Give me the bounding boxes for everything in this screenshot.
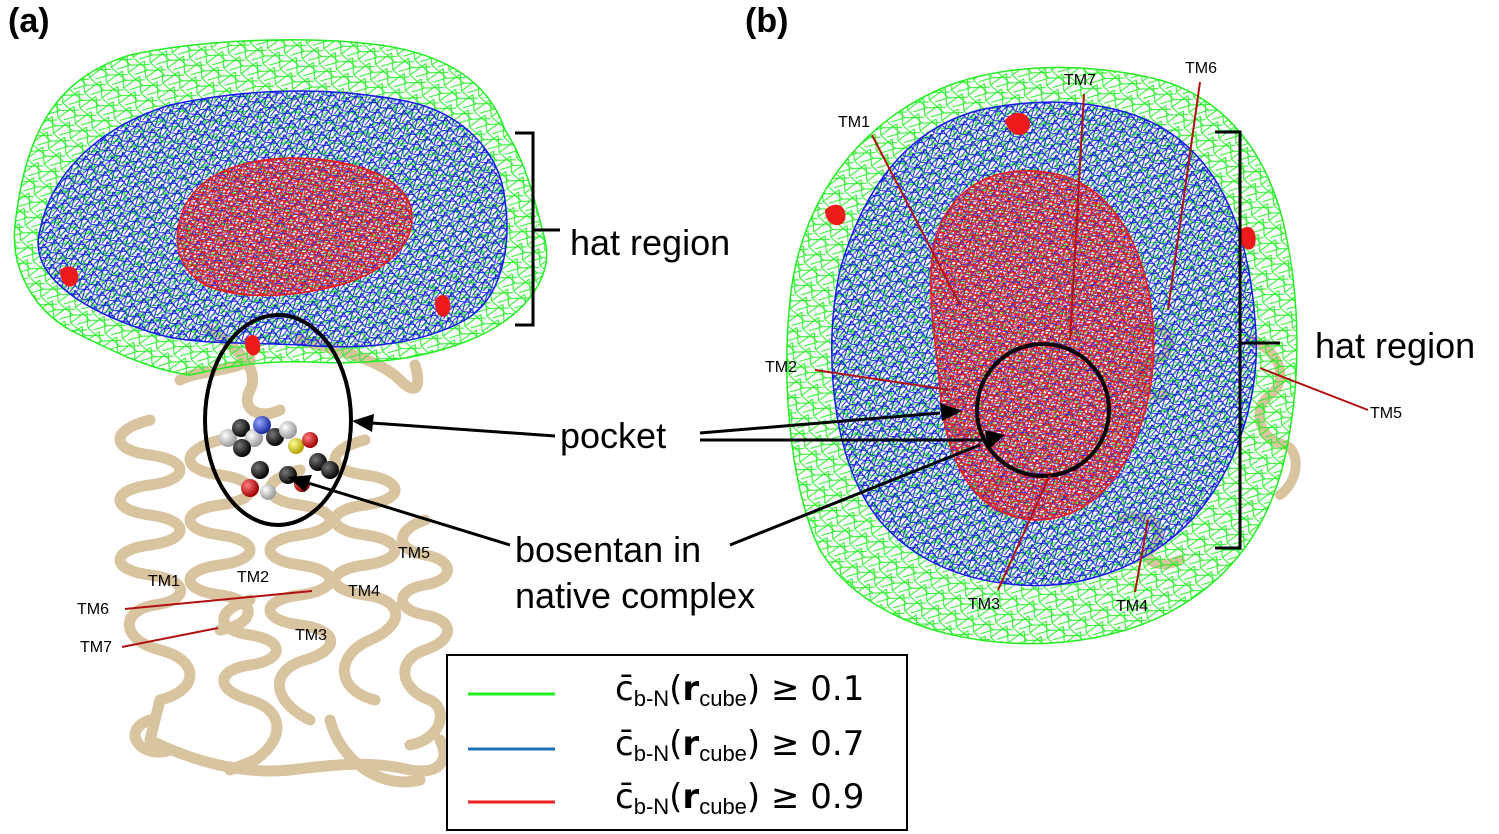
protein-ribbon-a	[114, 324, 453, 788]
bosentan-arrow	[304, 480, 511, 547]
tm2-label-a: TM2	[237, 569, 269, 586]
legend-entry-2: c̄b-N(rcube) ≥ 0.7	[468, 724, 864, 766]
pocket-outline-a	[203, 313, 353, 527]
tm4-label-a: TM4	[348, 583, 380, 600]
bosentan-label-line1: bosentan in	[515, 529, 701, 570]
bosentan-arrow-b	[729, 443, 981, 547]
tm7-label-b: TM7	[1064, 72, 1096, 89]
pocket-arrow-b1	[699, 411, 941, 435]
tm5-label-b: TM5	[1370, 405, 1402, 422]
pocket-label: pocket	[560, 415, 666, 456]
legend-text-2: c̄b-N(rcube) ≥ 0.7	[615, 724, 864, 766]
tm6-label-a: TM6	[77, 601, 109, 618]
tm7-label-a: TM7	[80, 639, 112, 656]
hat-region-label-b: hat region	[1315, 325, 1475, 366]
tm1-label-b: TM1	[838, 114, 870, 131]
legend-text-3: c̄b-N(rcube) ≥ 0.9	[615, 777, 864, 819]
tm6-leader-a	[124, 590, 313, 610]
tm4-label-b: TM4	[1116, 598, 1148, 615]
legend: c̄b-N(rcube) ≥ 0.1 c̄b-N(rcube) ≥ 0.7 c̄…	[446, 654, 908, 831]
legend-text-1: c̄b-N(rcube) ≥ 0.1	[615, 669, 864, 711]
density-mesh-high-a	[60, 157, 451, 356]
tm5-label-a: TM5	[398, 545, 430, 562]
hat-bracket-b	[1215, 130, 1280, 550]
legend-entry-3: c̄b-N(rcube) ≥ 0.9	[468, 777, 864, 819]
tm-labels-a: TM1 TM2 TM3 TM4 TM5 TM6 TM7	[77, 545, 430, 656]
pocket-outline-b	[975, 342, 1111, 478]
bosentan-ligand-a	[219, 416, 339, 500]
tm3-label-b: TM3	[968, 596, 1000, 613]
tm7-leader-a	[121, 627, 219, 648]
bosentan-label-line2: native complex	[515, 575, 755, 616]
panel-a: (a)	[8, 2, 755, 788]
tm2-label-b: TM2	[765, 359, 797, 376]
tm1-label-a: TM1	[148, 573, 180, 590]
panel-b: (b) hat region TM	[699, 2, 1475, 645]
tm3-label-a: TM3	[295, 627, 327, 644]
pocket-arrow-a	[371, 421, 556, 438]
tm-labels-b: TM1 TM2 TM3 TM4 TM5 TM6 TM7	[765, 60, 1402, 615]
panel-b-label: (b)	[745, 2, 788, 40]
legend-entry-1: c̄b-N(rcube) ≥ 0.1	[468, 669, 864, 711]
tm6-label-b: TM6	[1185, 60, 1217, 77]
panel-a-label: (a)	[8, 2, 50, 40]
hat-bracket-a	[515, 131, 560, 327]
hat-region-label-a: hat region	[570, 222, 730, 263]
